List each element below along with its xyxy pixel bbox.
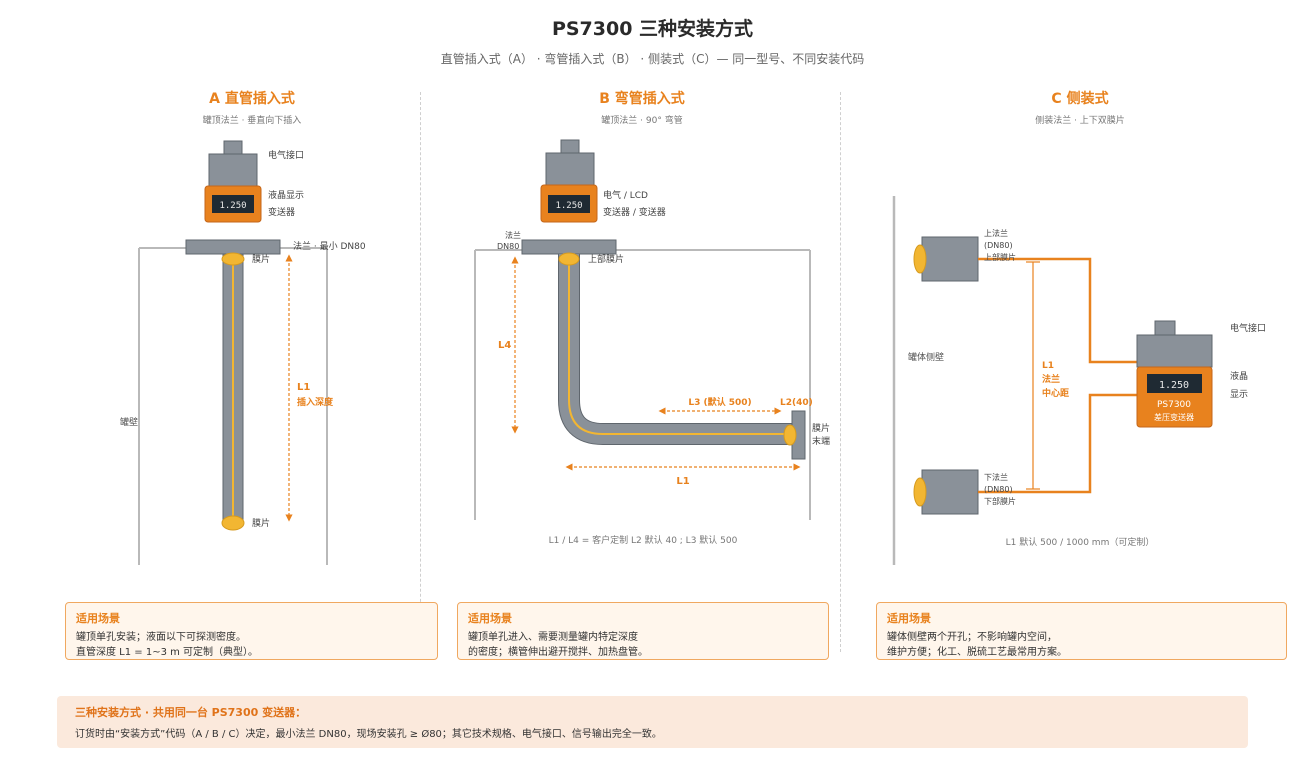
- column-a-title: A 直管插入式: [209, 91, 295, 107]
- lower-flange-c: [921, 469, 979, 515]
- scenario-b-line-2: 的密度；横管伸出避开搅拌、加热盘管。: [468, 647, 648, 658]
- transmitter-head-a: [208, 153, 258, 187]
- bent-tube-b: [559, 254, 793, 444]
- scenario-c-line-1: 罐体侧壁两个开孔；不影响罐内空间，: [887, 632, 1057, 643]
- label-b-end2: 末端: [812, 435, 830, 447]
- upper-capillary-c: [978, 257, 1138, 364]
- label-b-l4: L4: [498, 340, 511, 351]
- upper-flange-c: [921, 236, 979, 282]
- scenario-box-c: 适用场景 罐体侧壁两个开孔；不影响罐内空间， 维护方便；化工、脱硫工艺最常用方案…: [876, 602, 1287, 660]
- diaphragm-top-b: [558, 252, 580, 266]
- column-divider-1: [420, 92, 421, 652]
- diagram-a: 1.250 电气接口 液晶显示 变送器 法兰 · 最小 DN80 膜片 L1 插…: [120, 140, 366, 565]
- column-a-subtitle: 罐顶法兰 · 垂直向下插入: [202, 116, 302, 126]
- diagram-c: 1.250 PS7300 差压变送器 上法兰 (DN80) 上部膜片 罐体侧壁 …: [892, 196, 1266, 565]
- label-a-l1: L1: [297, 382, 310, 393]
- label-c-dn2: (DN80): [984, 485, 1013, 494]
- capillary-b: [568, 258, 790, 435]
- label-c-lcd1: 液晶: [1230, 370, 1248, 382]
- scenario-a-line-1: 罐顶单孔安装；液面以下可探测密度。: [76, 632, 246, 643]
- diaphragm-end-b: [783, 424, 797, 446]
- label-c-wall: 罐体侧壁: [908, 351, 944, 363]
- label-a-l1-desc: 插入深度: [297, 396, 334, 408]
- label-b-flange2: DN80: [497, 242, 519, 251]
- lcd-c: [1147, 374, 1202, 393]
- lcd-a-value: 1.250: [219, 201, 246, 211]
- scenario-a-line-2: 直管深度 L1 = 1~3 m 可定制（典型）。: [76, 647, 259, 658]
- label-a-disp1: 液晶显示: [268, 189, 304, 201]
- scenario-b-line-1: 罐顶单孔进入、需要测量罐内特定深度: [468, 632, 638, 643]
- column-c-title: C 侧装式: [1051, 91, 1109, 107]
- label-c-up2: (DN80): [984, 241, 1013, 250]
- installation-diagram: 1.250 电气接口 液晶显示 变送器 法兰 · 最小 DN80 膜片 L1 插…: [120, 139, 1266, 565]
- label-b-l1: L1: [676, 476, 689, 487]
- flange-b: [521, 239, 617, 255]
- transmitter-model-c: PS7300: [1157, 400, 1191, 410]
- lcd-a: [212, 195, 254, 213]
- lower-diaphragm-c: [913, 477, 927, 507]
- diaphragm-top-a: [221, 252, 245, 266]
- connector-a: [223, 140, 243, 156]
- column-c-subtitle: 侧装法兰 · 上下双膜片: [1035, 116, 1125, 126]
- diaphragm-bottom-a: [221, 515, 245, 531]
- column-divider-2: [840, 92, 841, 652]
- label-b-elec2: 变送器 / 变送器: [603, 206, 666, 218]
- scenario-box-b: 适用场景 罐顶单孔进入、需要测量罐内特定深度 的密度；横管伸出避开搅拌、加热盘管…: [457, 602, 829, 660]
- label-c-l1-flange: 法兰: [1042, 373, 1060, 385]
- label-c-l1-center: 中心距: [1042, 387, 1069, 399]
- page-title: PS7300 三种安装方式: [551, 18, 754, 40]
- label-a-disp2: 变送器: [268, 206, 295, 218]
- column-b-subtitle: 罐顶法兰 · 90° 弯管: [601, 116, 683, 126]
- lcd-b-value: 1.250: [555, 201, 582, 211]
- label-c-dn3: 下部膜片: [984, 496, 1016, 506]
- label-c-l1: L1: [1042, 361, 1054, 371]
- scenario-b-heading: 适用场景: [468, 612, 512, 625]
- transmitter-type-c: 差压变送器: [1154, 412, 1194, 422]
- connector-b: [560, 139, 580, 155]
- transmitter-head-c: [1136, 334, 1213, 368]
- scenario-c-heading: 适用场景: [887, 612, 931, 625]
- footer-note: 三种安装方式 · 共用同一台 PS7300 变送器： 订货时由“安装方式”代码（…: [57, 696, 1248, 748]
- label-c-up3: 上部膜片: [984, 252, 1016, 262]
- label-c-up1: 上法兰: [984, 228, 1008, 238]
- label-c-elec: 电气接口: [1230, 322, 1266, 334]
- diagram-b: 1.250 法兰 DN80 电气 / LCD 变送器 / 变送器 上部膜片 L4…: [474, 139, 830, 546]
- scenario-box-a: 适用场景 罐顶单孔安装；液面以下可探测密度。 直管深度 L1 = 1~3 m 可…: [65, 602, 438, 660]
- label-c-lcd2: 显示: [1230, 389, 1248, 400]
- flange-a: [185, 239, 281, 255]
- label-c-note: L1 默认 500 / 1000 mm（可定制）: [1006, 536, 1155, 548]
- label-b-elec1: 电气 / LCD: [603, 189, 648, 201]
- lower-capillary-c: [978, 393, 1138, 494]
- footer-heading: 三种安装方式 · 共用同一台 PS7300 变送器：: [75, 706, 307, 719]
- label-b-l2: L2(40): [780, 398, 813, 408]
- label-a-wall: 罐壁: [120, 416, 138, 428]
- label-b-l3: L3 (默认 500): [688, 396, 751, 408]
- label-b-end1: 膜片: [812, 422, 830, 434]
- label-b-flange1: 法兰: [505, 230, 521, 240]
- transmitter-head-b: [545, 152, 595, 186]
- page-subtitle: 直管插入式（A） · 弯管插入式（B） · 侧装式（C）— 同一型号、不同安装代…: [440, 52, 865, 66]
- label-a-flange: 法兰 · 最小 DN80: [293, 240, 366, 252]
- footer-text: 订货时由“安装方式”代码（A / B / C）决定，最小法兰 DN80，现场安装…: [75, 729, 662, 740]
- scenario-c-line-2: 维护方便；化工、脱硫工艺最常用方案。: [887, 647, 1067, 658]
- label-a-elec: 电气接口: [268, 149, 304, 161]
- upper-diaphragm-c: [913, 244, 927, 274]
- lcd-c-value: 1.250: [1159, 380, 1189, 391]
- bent-tube-outline-b: [558, 254, 793, 445]
- column-b-title: B 弯管插入式: [599, 91, 685, 107]
- scenario-a-heading: 适用场景: [76, 612, 120, 625]
- label-c-dn1: 下法兰: [984, 472, 1008, 482]
- label-b-top-diaphragm: 上部膜片: [588, 253, 624, 265]
- label-a-bottom-diaphragm: 膜片: [252, 517, 270, 529]
- lcd-b: [548, 195, 590, 213]
- label-a-top-diaphragm: 膜片: [252, 253, 270, 265]
- label-b-note: L1 / L4 = 客户定制 L2 默认 40 ; L3 默认 500: [549, 534, 738, 546]
